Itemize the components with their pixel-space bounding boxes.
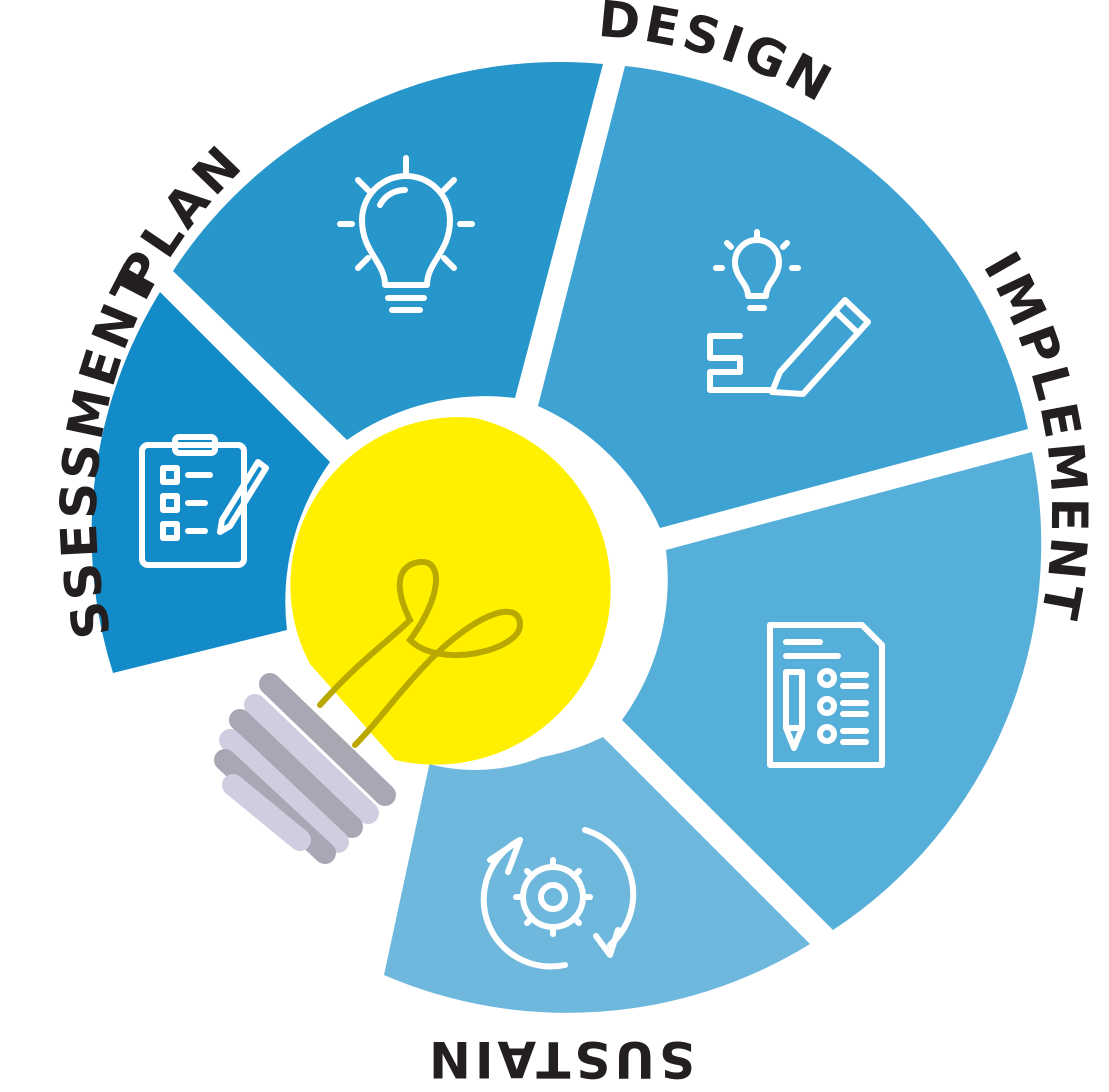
lightbulb-icon [337,155,475,313]
segment-assessment[interactable] [91,292,331,673]
segment-plan[interactable] [173,61,603,440]
idea-pencil-design-icon [707,229,871,397]
center-lightbulb-icon [214,417,611,864]
clipboard-checklist-icon [139,434,269,568]
segment-sustain[interactable] [384,737,810,1013]
segment-design[interactable] [538,66,1028,528]
label-sustain: SUSTAIN [425,1030,695,1088]
document-checklist-icon [767,622,885,768]
segment-implement[interactable] [622,452,1042,930]
gear-cycle-icon [480,827,637,970]
